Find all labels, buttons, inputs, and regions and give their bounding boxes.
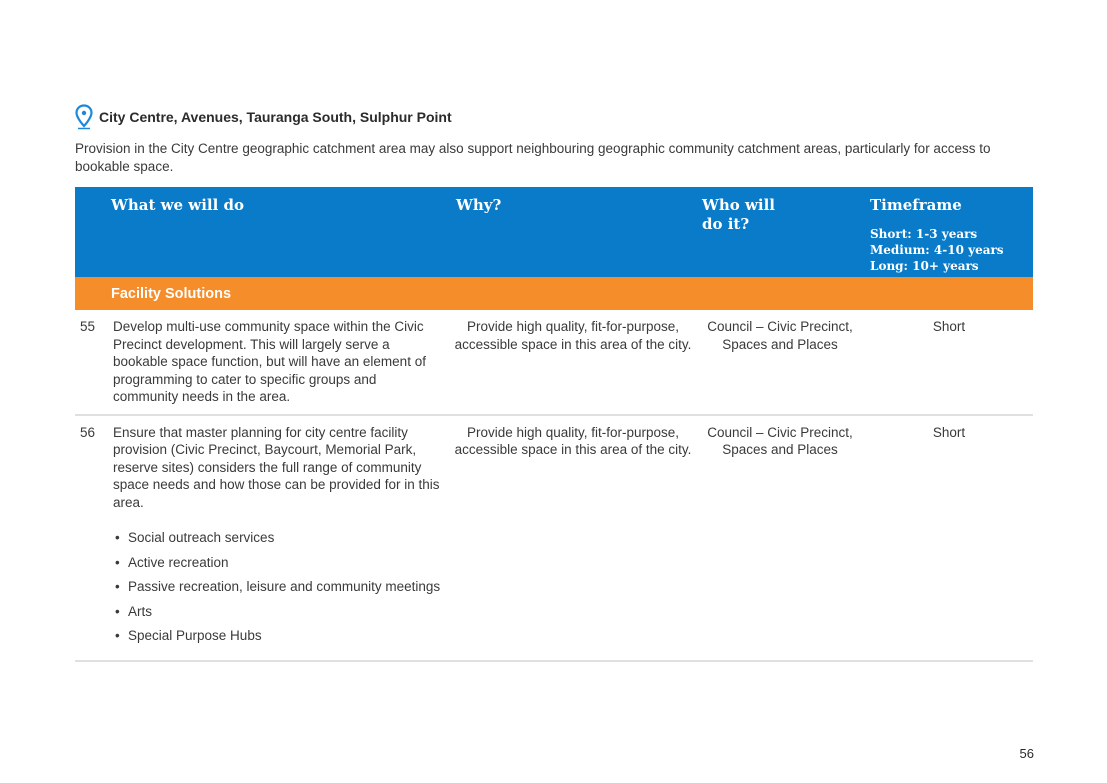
bullet-list: Social outreach services Active recreati… [113, 529, 443, 645]
header-who-line1: Who will [702, 196, 775, 214]
intro-paragraph: Provision in the City Centre geographic … [75, 141, 991, 174]
header-what: What we will do [111, 196, 245, 214]
header-timeframe: Timeframe [870, 196, 962, 214]
row-why: Provide high quality, fit-for-purpose, a… [454, 319, 692, 352]
timeframe-short: Short: 1-3 years [870, 227, 978, 241]
section-heading: City Centre, Avenues, Tauranga South, Su… [75, 104, 452, 130]
timeframe-medium: Medium: 4-10 years [870, 243, 1004, 257]
row-what: Ensure that master planning for city cen… [75, 416, 443, 660]
row-timeframe: Short [932, 319, 966, 334]
table-header: What we will do Why? Who will do it? Tim… [75, 187, 1033, 277]
bullet-item: Passive recreation, leisure and communit… [113, 578, 443, 596]
row-what-text: Develop multi-use community space within… [113, 319, 426, 404]
table-row: 55 Develop multi-use community space wit… [75, 310, 1033, 416]
bullet-item: Special Purpose Hubs [113, 627, 443, 645]
timeframe-legend: Short: 1-3 years Medium: 4-10 years Long… [870, 226, 1004, 274]
row-number: 56 [80, 424, 96, 440]
bullet-item: Social outreach services [113, 529, 443, 547]
header-why: Why? [456, 196, 502, 214]
row-what-text: Ensure that master planning for city cen… [113, 424, 440, 510]
row-why: Provide high quality, fit-for-purpose, a… [454, 424, 692, 458]
row-who: Council – Civic Precinct, Spaces and Pla… [707, 424, 853, 458]
category-band: Facility Solutions [75, 277, 1033, 310]
timeframe-long: Long: 10+ years [870, 259, 979, 273]
heading-text: City Centre, Avenues, Tauranga South, Su… [99, 109, 452, 125]
table-row: 56 Ensure that master planning for city … [75, 416, 1033, 662]
bullet-item: Active recreation [113, 554, 443, 572]
bullet-item: Arts [113, 603, 443, 621]
action-table: What we will do Why? Who will do it? Tim… [75, 187, 1033, 662]
row-number: 55 [80, 319, 96, 334]
row-timeframe: Short [932, 424, 966, 440]
location-pin-icon [75, 104, 93, 130]
row-who: Council – Civic Precinct, Spaces and Pla… [707, 319, 853, 352]
row-what: Develop multi-use community space within… [75, 310, 443, 414]
header-who-line2: do it? [702, 215, 750, 233]
header-who: Who will do it? [702, 196, 775, 234]
page-number: 56 [1019, 746, 1034, 761]
